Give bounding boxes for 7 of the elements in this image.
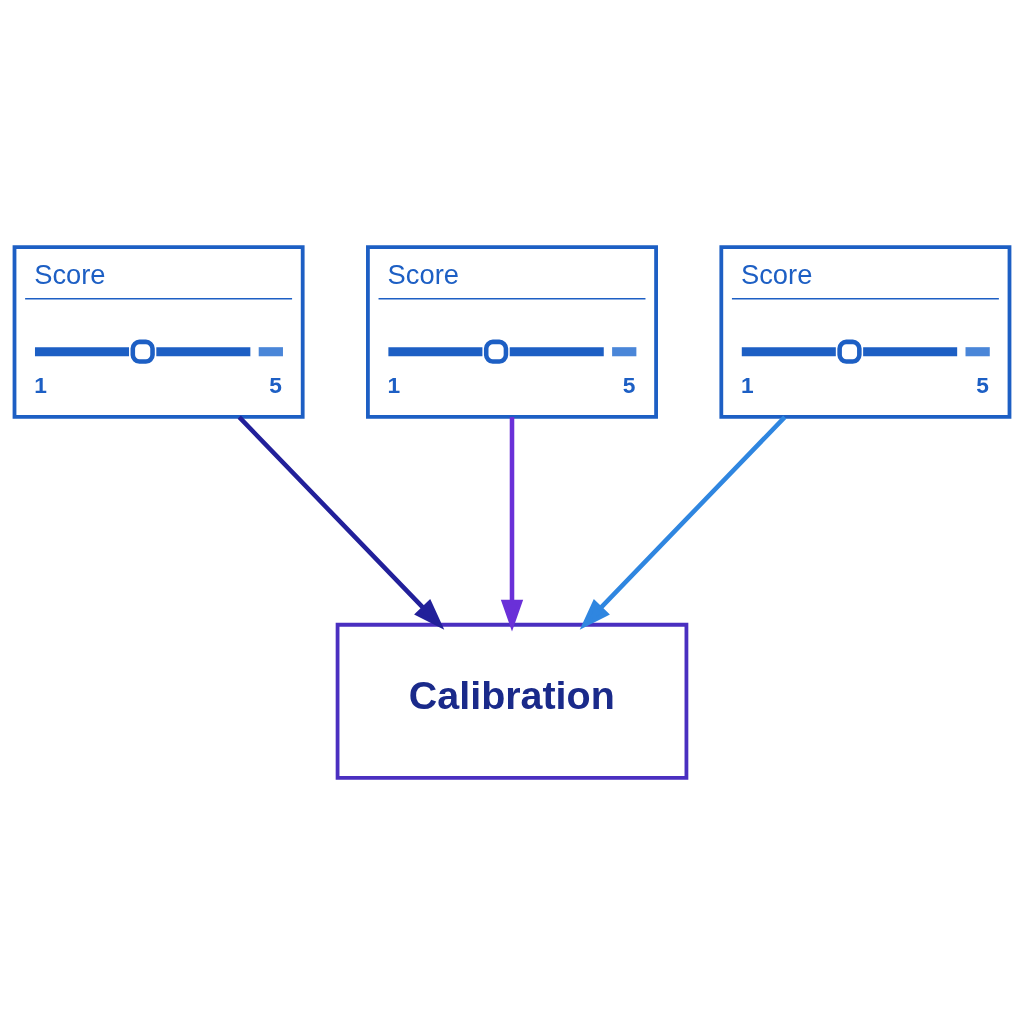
arrow [500, 416, 524, 632]
arrow [237, 415, 445, 630]
node-box: Score 1 5 [12, 244, 305, 419]
node-box: Score 1 5 [366, 244, 658, 419]
node-box: Score 1 5 [719, 244, 1012, 419]
arrow [579, 415, 787, 630]
node-box: Calibration [335, 622, 689, 780]
